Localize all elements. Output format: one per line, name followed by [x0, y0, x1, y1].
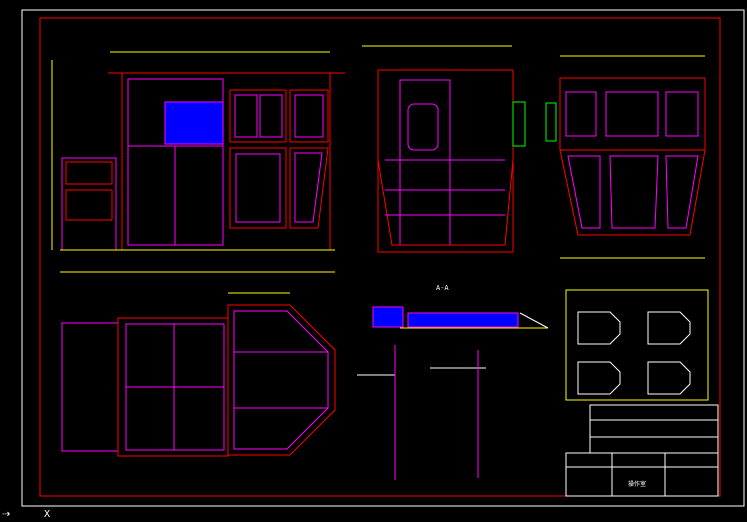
- title-block-name: 操作室: [628, 480, 646, 488]
- command-line[interactable]: ⇢ X: [0, 508, 747, 522]
- title-block: [565, 404, 719, 497]
- ucs-x-label: X: [44, 509, 51, 520]
- detail-box: [565, 289, 709, 401]
- sheet-border-outer: [21, 9, 745, 507]
- plan-view: [61, 292, 336, 457]
- rear-view: [545, 55, 706, 259]
- side-view: [362, 45, 526, 253]
- section-aa: [357, 306, 549, 480]
- section-label: A-A: [436, 284, 449, 292]
- ucs-arrow-icon: ⇢: [2, 509, 11, 520]
- front-view: [51, 51, 345, 273]
- sheet-border-inner: [39, 17, 721, 497]
